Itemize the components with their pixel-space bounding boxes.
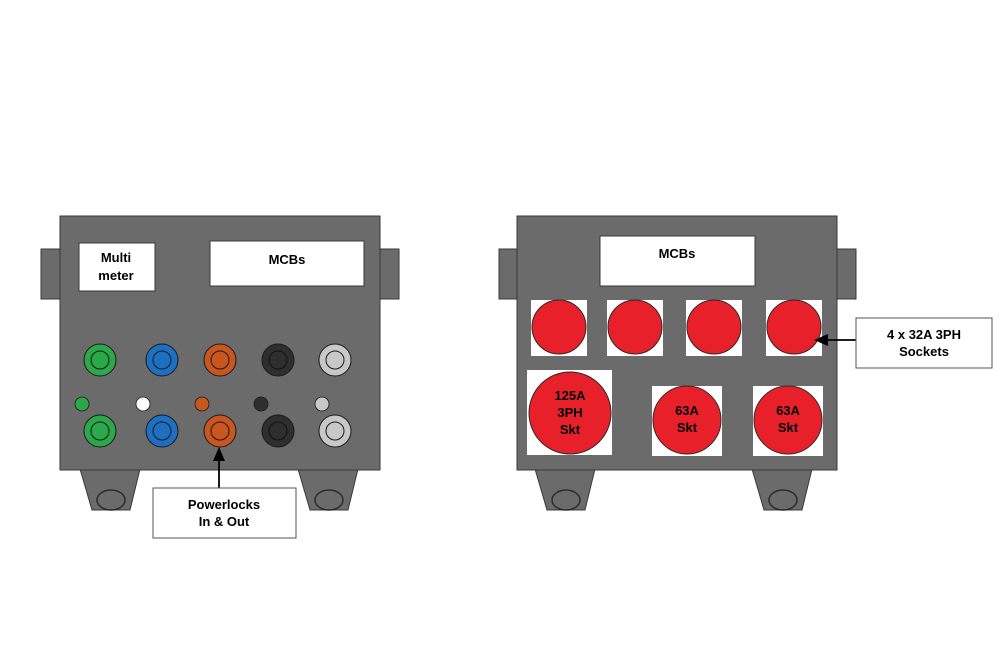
powerlock-row-top xyxy=(83,343,352,377)
powerlocks-callout: Powerlocks In & Out xyxy=(152,447,297,539)
powerlock-row-bottom xyxy=(83,414,352,448)
left-distribution-unit: Multi meter MCBs xyxy=(40,215,400,539)
socket-125a-line-2: 3PH xyxy=(557,405,582,420)
right-unit-handle-left xyxy=(498,248,520,300)
powerlock-black-top xyxy=(261,343,295,377)
right-mcb-panel xyxy=(599,235,756,287)
powerlock-blue-top xyxy=(145,343,179,377)
right-distribution-unit: MCBs 125A 3PH Skt 63A Skt xyxy=(498,215,993,511)
socket-125a-circle xyxy=(528,371,612,455)
sockets-32a-callout: 4 x 32A 3PH Sockets xyxy=(814,317,993,369)
powerlock-green-top xyxy=(83,343,117,377)
left-unit-foot-left-wheel xyxy=(96,489,126,511)
powerlock-blue-bottom xyxy=(145,414,179,448)
right-unit-handle-right xyxy=(835,248,857,300)
powerlocks-callout-line-1: Powerlocks xyxy=(188,497,260,512)
socket-63a-1-circle xyxy=(652,385,722,455)
left-mcb-label: MCBs xyxy=(269,252,306,267)
right-unit-foot-left-wheel xyxy=(551,489,581,511)
powerlock-orange-top xyxy=(203,343,237,377)
powerlock-black-bottom xyxy=(261,414,295,448)
multimeter-label-line-1: Multi xyxy=(101,250,131,265)
indicator-white xyxy=(135,396,151,412)
multimeter-label-line-2: meter xyxy=(98,268,133,283)
powerlock-green-bottom xyxy=(83,414,117,448)
left-unit-foot-right-wheel xyxy=(314,489,344,511)
sockets-callout-line-1: 4 x 32A 3PH xyxy=(887,327,961,342)
socket-63a-1-line-1: 63A xyxy=(675,403,699,418)
left-unit-handle-left xyxy=(40,248,62,300)
socket-63a-2-circle xyxy=(753,385,823,455)
powerlocks-callout-line-2: In & Out xyxy=(199,514,250,529)
socket-125a-line-3: Skt xyxy=(560,422,581,437)
socket-32a-row xyxy=(531,299,822,356)
indicator-black xyxy=(253,396,269,412)
socket-32a-1 xyxy=(531,299,587,355)
powerlock-grey-top xyxy=(318,343,352,377)
socket-32a-4 xyxy=(766,299,822,355)
powerlock-grey-bottom xyxy=(318,414,352,448)
indicator-lamps xyxy=(74,396,330,412)
left-unit-handle-right xyxy=(378,248,400,300)
socket-63a-1: 63A Skt xyxy=(652,385,722,456)
multimeter-panel xyxy=(78,242,156,292)
socket-125a: 125A 3PH Skt xyxy=(527,370,612,455)
sockets-callout-line-2: Sockets xyxy=(899,344,949,359)
socket-125a-line-1: 125A xyxy=(554,388,586,403)
socket-32a-3 xyxy=(686,299,742,355)
socket-63a-2-line-2: Skt xyxy=(778,420,799,435)
socket-63a-2: 63A Skt xyxy=(753,385,823,456)
socket-63a-2-line-1: 63A xyxy=(776,403,800,418)
powerlocks-callout-arrow-head xyxy=(213,447,225,461)
indicator-orange xyxy=(194,396,210,412)
indicator-green xyxy=(74,396,90,412)
socket-32a-2 xyxy=(607,299,663,355)
right-unit-foot-right-wheel xyxy=(768,489,798,511)
powerlocks-callout-box xyxy=(152,487,297,539)
left-mcb-panel xyxy=(209,240,365,287)
sockets-callout-arrow-head xyxy=(814,334,828,346)
sockets-callout-box xyxy=(855,317,993,369)
right-mcb-label: MCBs xyxy=(659,246,696,261)
socket-63a-1-line-2: Skt xyxy=(677,420,698,435)
indicator-grey xyxy=(314,396,330,412)
powerlock-orange-bottom xyxy=(203,414,237,448)
